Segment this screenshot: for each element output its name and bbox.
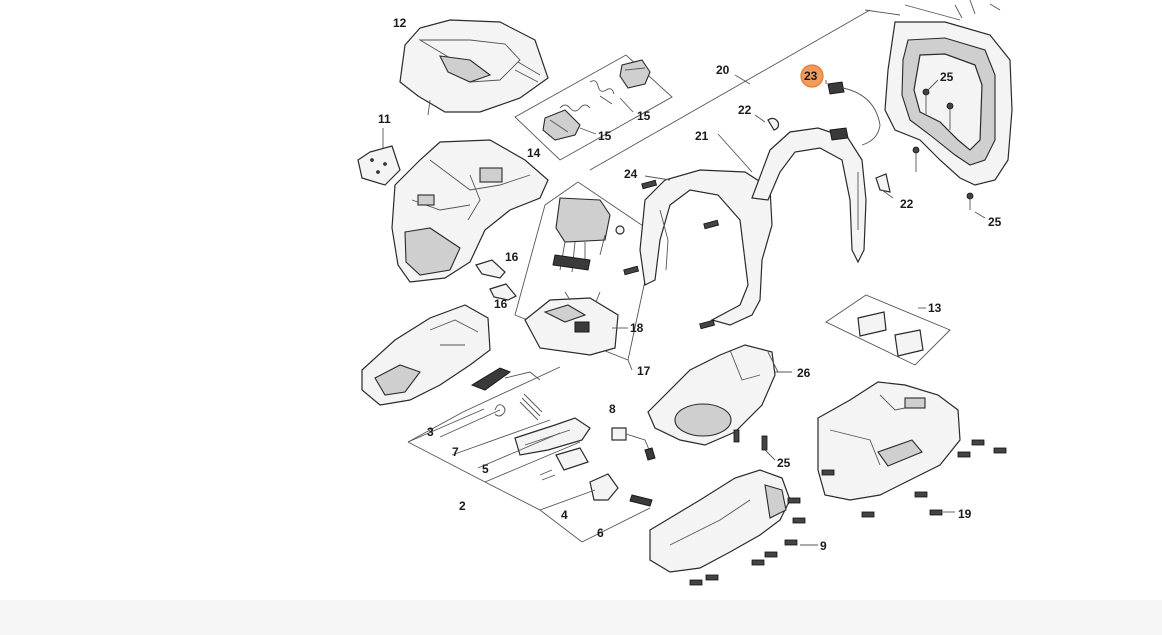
label-25c: 25 — [777, 456, 791, 470]
label-24: 24 — [624, 167, 638, 181]
part-7-spring[interactable] — [494, 393, 543, 421]
label-15a: 15 — [598, 129, 612, 143]
label-7: 7 — [452, 445, 459, 459]
leader-15a — [579, 127, 597, 135]
part-9-battery-housing[interactable] — [649, 469, 791, 573]
label-3: 3 — [427, 425, 434, 439]
housing-upper-left[interactable] — [391, 139, 549, 283]
label-22b: 22 — [900, 197, 914, 211]
part-17-electronics[interactable] — [552, 197, 625, 273]
leader-15b — [619, 97, 634, 113]
part-5-sleeve[interactable] — [539, 447, 589, 481]
part-22-clip-b[interactable] — [875, 173, 891, 193]
part-17-box — [514, 181, 656, 361]
label-16a: 16 — [505, 250, 519, 264]
part-13-pad-a[interactable] — [857, 311, 887, 337]
label-9: 9 — [820, 539, 827, 553]
part-12-top-cover[interactable] — [399, 19, 549, 116]
part-16-cap-a[interactable] — [475, 259, 506, 279]
part-3-lever[interactable] — [470, 367, 541, 391]
label-25b: 25 — [988, 215, 1002, 229]
part-15-spring-b[interactable] — [589, 80, 615, 105]
leaders-upper — [589, 4, 961, 199]
part-22-clip-a[interactable] — [767, 117, 780, 131]
leader-25b — [974, 211, 986, 219]
label-17: 17 — [637, 364, 651, 378]
part-15-contact[interactable] — [619, 59, 651, 89]
bottom-band — [0, 600, 1162, 635]
label-15b: 15 — [637, 109, 651, 123]
part-23-highlight-badge[interactable] — [800, 64, 824, 88]
label-16b: 16 — [494, 297, 508, 311]
housing-handle-left[interactable] — [361, 304, 491, 406]
part-24-handle-guard[interactable] — [639, 169, 773, 326]
part-8-connector[interactable] — [611, 427, 656, 461]
label-6: 6 — [597, 526, 604, 540]
part-18-motor-housing[interactable] — [524, 291, 619, 356]
label-25a: 25 — [940, 70, 954, 84]
leader-25a — [927, 79, 939, 91]
part-19-motor-housing-right[interactable] — [817, 381, 961, 501]
part-14-switch[interactable] — [542, 109, 581, 141]
leader-17 — [627, 359, 633, 371]
part-13-box — [825, 294, 951, 366]
part-11-decal[interactable] — [357, 145, 401, 186]
part-26-lower-cover[interactable] — [647, 344, 790, 446]
screws-9[interactable] — [689, 497, 806, 586]
label-20: 20 — [716, 63, 730, 77]
part-23-cable-harness[interactable] — [827, 81, 881, 146]
part-21-front-handle[interactable] — [751, 127, 867, 264]
label-18: 18 — [630, 321, 644, 335]
rear-handle-frame[interactable] — [884, 0, 1013, 186]
leader-25c — [764, 449, 776, 461]
label-2: 2 — [459, 499, 466, 513]
label-23[interactable]: 23 — [804, 69, 818, 83]
label-5: 5 — [482, 462, 489, 476]
label-11: 11 — [378, 112, 391, 126]
label-8: 8 — [609, 402, 616, 416]
assembly-tree-2 — [407, 366, 651, 543]
label-13: 13 — [928, 301, 942, 315]
label-14: 14 — [527, 146, 541, 160]
part-4-lock[interactable] — [589, 473, 619, 501]
label-4: 4 — [561, 508, 568, 522]
part-13-pad-b[interactable] — [894, 329, 924, 357]
screws-25-lower[interactable] — [733, 429, 768, 451]
part-16-cap-b[interactable] — [489, 283, 517, 301]
screws-19[interactable] — [821, 439, 1007, 518]
part-14-box — [514, 54, 673, 161]
label-26: 26 — [797, 366, 811, 380]
label-21: 21 — [695, 129, 709, 143]
part-6-pin[interactable] — [629, 494, 653, 507]
part-15-spring-a[interactable] — [559, 104, 591, 112]
label-19: 19 — [958, 507, 972, 521]
screws-24[interactable] — [623, 179, 720, 330]
screws-25-rear[interactable] — [912, 88, 974, 210]
label-22a: 22 — [738, 103, 752, 117]
label-12: 12 — [393, 16, 407, 30]
